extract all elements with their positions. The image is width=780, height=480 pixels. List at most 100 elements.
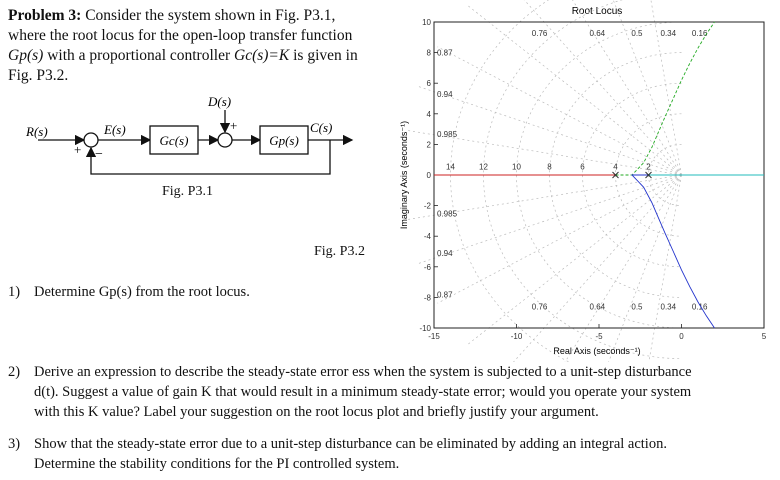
question-1: 1)Determine Gp(s) from the root locus. — [8, 282, 250, 302]
damping-label: 0.76 — [532, 303, 548, 312]
problem-label: Problem 3: — [8, 7, 82, 24]
damping-ray — [405, 174, 682, 221]
x-axis-label: Real Axis (seconds⁻¹) — [553, 346, 640, 356]
question-3: 3) Show that the steady-state error due t… — [8, 434, 778, 474]
damping-ray — [468, 174, 682, 345]
wn-arc — [516, 21, 682, 329]
x-tick-label: -15 — [428, 332, 440, 341]
y-tick-label: 4 — [427, 110, 432, 119]
damping-ray — [437, 46, 682, 176]
fig2-caption: Fig. P3.2 — [314, 244, 365, 259]
wn-label: 10 — [512, 163, 521, 172]
damping-label: 0.5 — [631, 29, 643, 38]
damping-label: 0.985 — [437, 209, 458, 218]
damping-label: 0.5 — [631, 303, 643, 312]
y-axis-label: Imaginary Axis (seconds⁻¹) — [399, 121, 409, 229]
y-tick-label: 0 — [427, 171, 432, 180]
sum1-plus: + — [74, 142, 81, 157]
damping-ray — [523, 0, 682, 176]
question-line: Show that the steady-state error due to … — [34, 436, 667, 452]
damping-ray — [648, 174, 682, 362]
damping-label: 0.94 — [437, 90, 453, 99]
damping-label: 0.16 — [692, 29, 708, 38]
damping-label: 0.94 — [437, 249, 453, 258]
question-line: Derive an expression to describe the ste… — [34, 364, 692, 380]
question-2: 2) Derive an expression to describe the s… — [8, 362, 778, 422]
damping-ray — [513, 174, 682, 362]
damping-ray — [405, 129, 682, 176]
damping-ray — [572, 0, 682, 176]
gp-symbol: Gp(s) — [8, 47, 44, 64]
wn-arc — [450, 0, 570, 362]
wn-label: 8 — [547, 163, 552, 172]
output-label: C(s) — [310, 120, 332, 135]
summing-junction-1 — [83, 132, 99, 148]
wn-arc — [582, 82, 682, 268]
sum2-plus: + — [230, 118, 237, 133]
damping-ray — [437, 174, 682, 304]
y-tick-label: -6 — [424, 263, 432, 272]
damping-label: 0.87 — [437, 290, 453, 299]
problem-intro: Problem 3: Consider the system shown in … — [8, 6, 388, 86]
pole-markers — [612, 171, 652, 179]
intro-line-3: Gp(s) with a proportional controller Gc(… — [8, 47, 358, 64]
summing-junction-2 — [217, 132, 233, 148]
damping-ray — [417, 85, 682, 176]
question-number: 2) — [8, 364, 21, 380]
input-label: R(s) — [25, 124, 48, 139]
sum1-minus: − — [95, 147, 103, 162]
damping-label: 0.16 — [692, 303, 708, 312]
question-line: d(t). Suggest a value of gain K that wou… — [34, 384, 692, 400]
damping-ray — [612, 0, 682, 176]
chart-title: Root Locus — [572, 6, 623, 17]
x-tick-label: -10 — [511, 332, 523, 341]
wn-label: 6 — [580, 163, 585, 172]
plant-label: Gp(s) — [269, 133, 299, 148]
y-tick-label: 8 — [427, 49, 432, 58]
wn-label: 14 — [446, 163, 455, 172]
question-line: Determine Gp(s) from the root locus. — [34, 284, 250, 300]
damping-ray — [650, 0, 682, 176]
locus-branch — [615, 21, 715, 176]
wn-arc — [648, 144, 682, 206]
locus-branch — [630, 174, 715, 329]
damping-ray — [564, 174, 682, 362]
pole-marker — [612, 171, 619, 179]
damping-ray — [608, 174, 682, 362]
intro-line-2: where the root locus for the open-loop t… — [8, 27, 353, 44]
gc-equation: Gc(s)=K — [234, 47, 290, 64]
y-tick-label: 6 — [427, 79, 432, 88]
damping-label: 0.64 — [590, 29, 606, 38]
locus-branches — [434, 21, 764, 329]
pole-marker — [645, 171, 652, 179]
damping-label: 0.76 — [532, 29, 548, 38]
damping-label: 0.985 — [437, 130, 458, 139]
question-line: Determine the stability conditions for t… — [34, 456, 400, 472]
feedback-path — [85, 140, 331, 175]
question-number: 3) — [8, 436, 21, 452]
damping-ray — [417, 174, 682, 265]
x-tick-label: 0 — [679, 332, 684, 341]
damping-label: 0.87 — [437, 49, 453, 58]
block-diagram: R(s) + − E(s) Gc(s) D(s) + Gp(s) C(s) — [25, 94, 354, 175]
wn-arc — [549, 52, 682, 298]
damping-ray — [468, 5, 682, 176]
y-tick-label: -10 — [419, 324, 431, 333]
intro-line-4: Fig. P3.2. — [8, 67, 69, 84]
x-tick-label: -5 — [595, 332, 603, 341]
y-tick-label: 10 — [422, 18, 431, 27]
y-tick-label: -2 — [424, 202, 432, 211]
damping-grid — [405, 0, 682, 362]
error-label: E(s) — [103, 122, 126, 137]
y-tick-label: -8 — [424, 293, 432, 302]
wn-arc — [483, 0, 682, 359]
disturbance-label: D(s) — [207, 94, 231, 109]
damping-label: 0.34 — [661, 303, 677, 312]
wn-label: 4 — [613, 163, 618, 172]
y-tick-label: 2 — [427, 140, 432, 149]
y-tick-label: -4 — [424, 232, 432, 241]
damping-label: 0.64 — [590, 303, 606, 312]
